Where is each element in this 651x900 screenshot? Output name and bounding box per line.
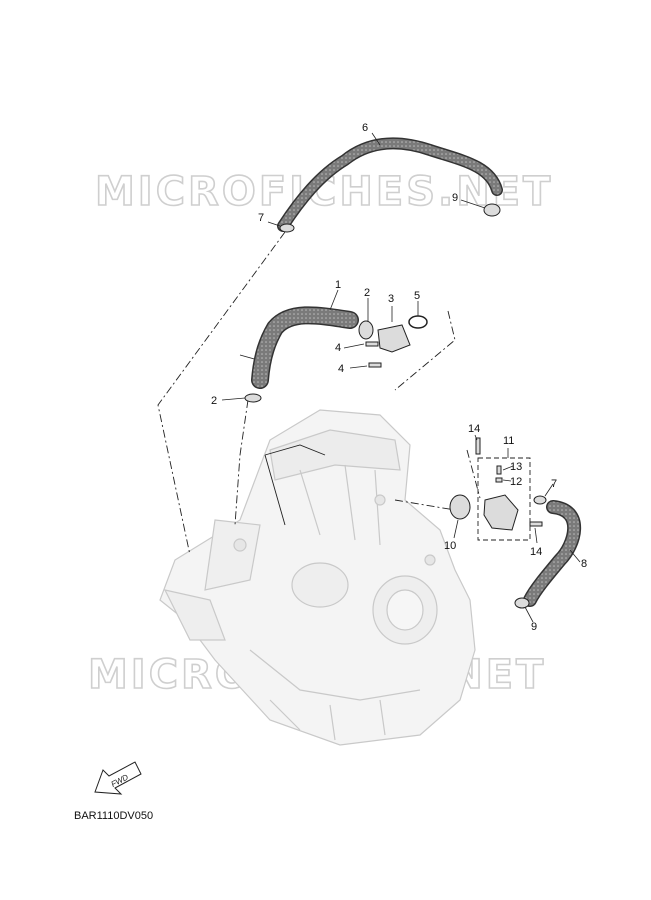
callout-12: 12 <box>510 476 522 488</box>
callout-4-upper: 4 <box>335 342 341 354</box>
callout-5: 5 <box>414 290 420 302</box>
small-parts <box>244 203 547 609</box>
thermostat-10 <box>449 494 471 520</box>
callout-6: 6 <box>362 122 368 134</box>
fwd-arrow-icon: FWD <box>94 761 142 795</box>
clamp-9-bottom <box>514 597 530 609</box>
clamp-7-right <box>533 495 547 505</box>
clamp-2-lower <box>244 393 262 403</box>
callout-11: 11 <box>503 435 514 447</box>
engine-block <box>159 409 476 746</box>
bolt-4-lower <box>368 362 382 368</box>
joint-3 <box>377 324 411 353</box>
leader-lines <box>157 231 481 556</box>
callout-14-top: 14 <box>468 423 480 435</box>
callout-2-upper: 2 <box>364 287 370 299</box>
callout-13: 13 <box>510 461 522 473</box>
callout-2-lower: 2 <box>211 395 217 407</box>
callout-4-lower: 4 <box>338 363 344 375</box>
clamp-2-upper <box>358 320 374 340</box>
callout-14-lower: 14 <box>530 546 542 558</box>
callout-7-right: 7 <box>551 478 557 490</box>
callout-8: 8 <box>581 558 587 570</box>
cover-11 <box>483 494 519 531</box>
bolt-4-upper <box>365 341 379 347</box>
callout-7-top: 7 <box>258 212 264 224</box>
screw-13 <box>496 465 502 475</box>
callout-leaders <box>221 132 581 623</box>
callout-9-top: 9 <box>452 192 458 204</box>
callout-10: 10 <box>444 540 456 552</box>
o-ring-5 <box>408 315 428 329</box>
diagram-code: BAR1110DV050 <box>74 810 153 822</box>
callouts: 6 7 9 1 2 3 5 4 4 2 14 11 13 12 7 10 14 … <box>211 122 587 633</box>
gasket-12 <box>495 477 503 483</box>
assembly-box <box>477 457 531 541</box>
clamp-7-top <box>279 223 295 233</box>
callout-3: 3 <box>388 293 394 305</box>
clamp-9-top <box>483 203 501 217</box>
callout-9-bottom: 9 <box>531 621 537 633</box>
bolt-14-lower <box>529 521 543 527</box>
callout-1: 1 <box>335 279 341 291</box>
bolt-14-top <box>475 437 481 455</box>
